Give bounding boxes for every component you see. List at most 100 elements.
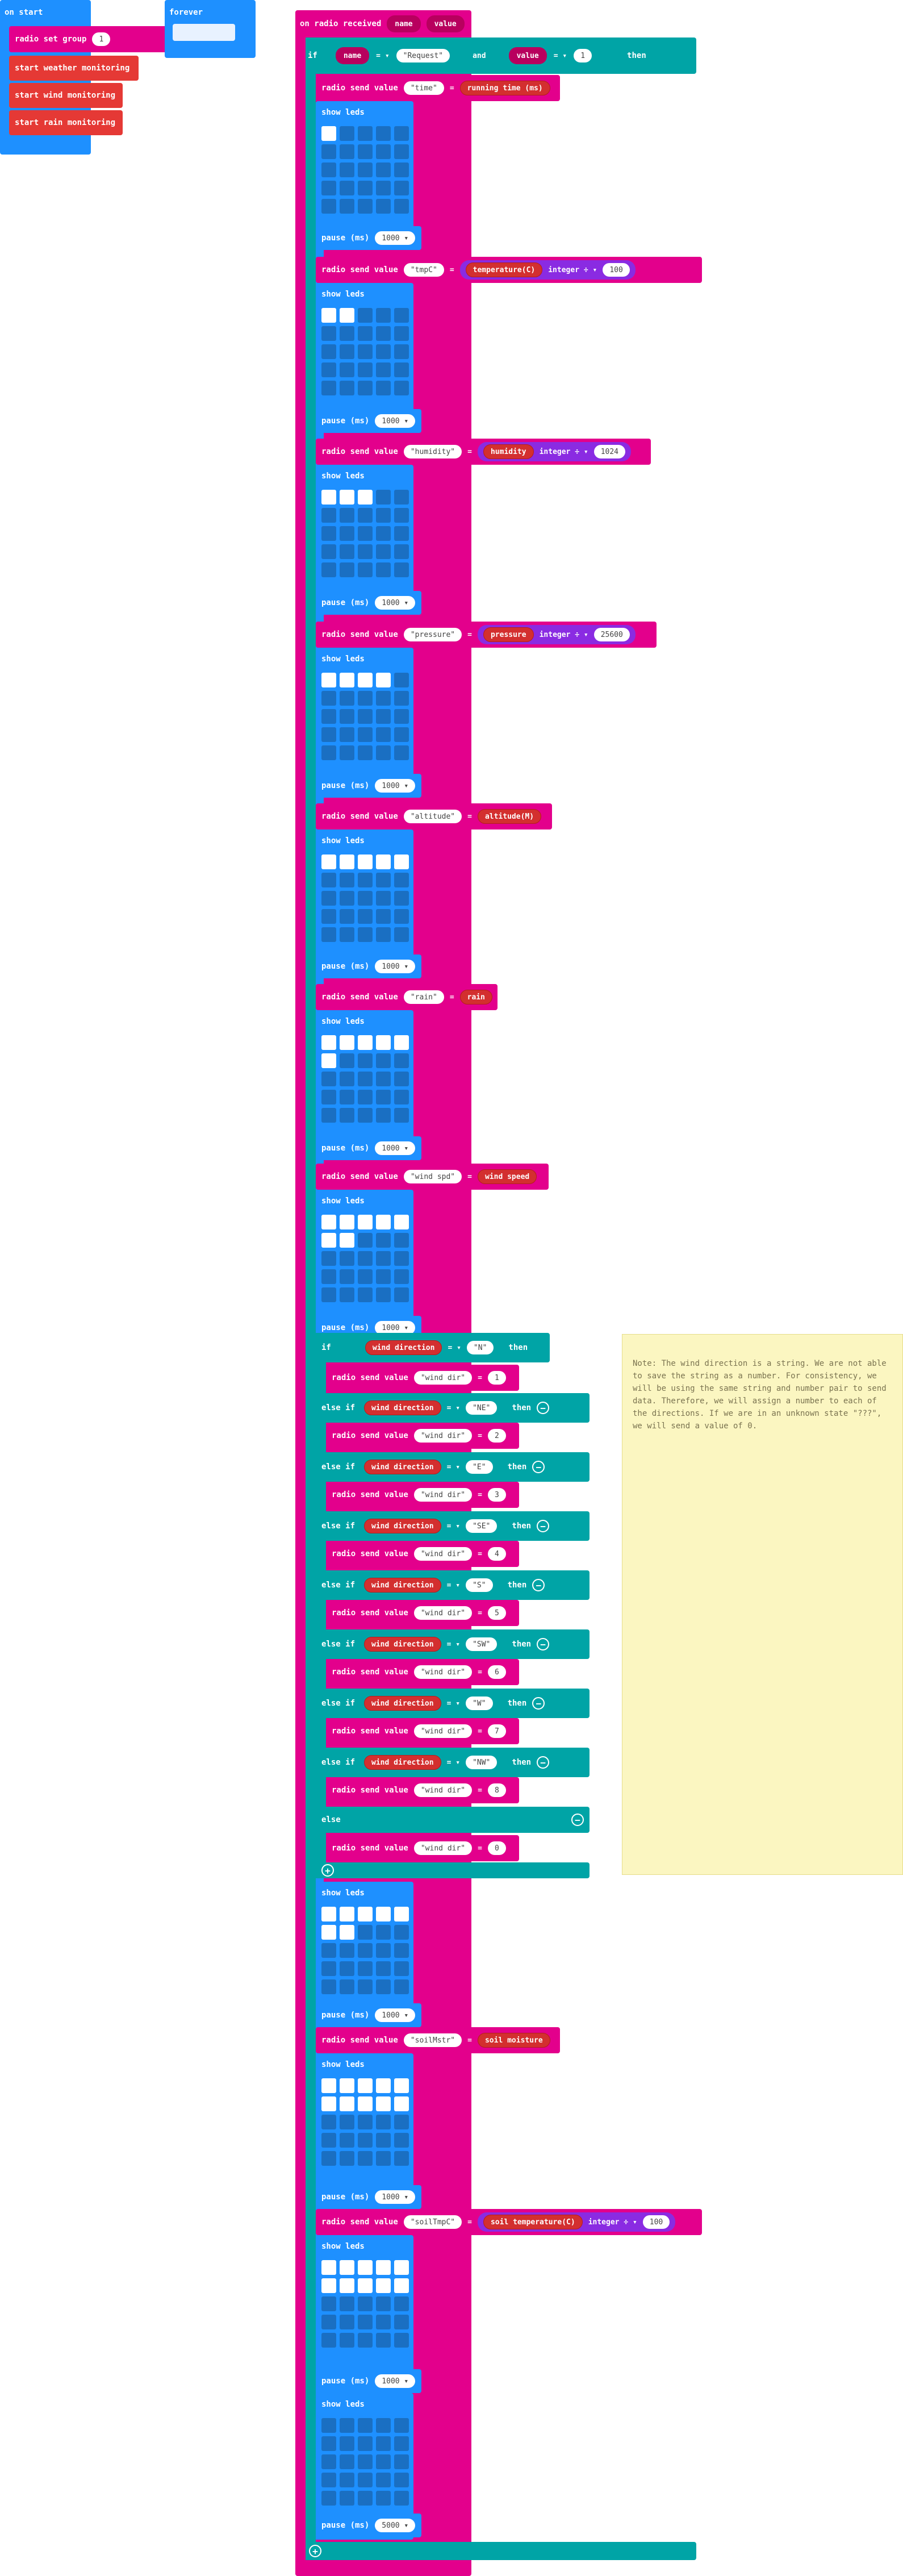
led-cell[interactable]	[321, 927, 336, 942]
led-cell[interactable]	[321, 727, 336, 742]
led-cell[interactable]	[376, 126, 391, 141]
send-key-string[interactable]: "altitude"	[403, 810, 462, 823]
led-cell[interactable]	[321, 1251, 336, 1266]
led-cell[interactable]	[376, 2115, 391, 2129]
wind-eq-op[interactable]: = ▾	[446, 1640, 461, 1649]
cond-op-1[interactable]: = ▾	[376, 51, 390, 60]
led-cell[interactable]	[376, 326, 391, 341]
led-cell[interactable]	[394, 1035, 409, 1050]
led-cell[interactable]	[321, 1035, 336, 1050]
send-key-string[interactable]: "wind dir"	[413, 1488, 473, 1502]
led-cell[interactable]	[358, 1943, 373, 1958]
led-cell[interactable]	[358, 1907, 373, 1921]
led-cell[interactable]	[376, 927, 391, 942]
sensor-reporter[interactable]: soil moisture	[477, 2033, 550, 2048]
radio-send-value-block[interactable]: radio send value"wind dir"=1	[326, 1365, 519, 1391]
led-cell[interactable]	[321, 1287, 336, 1302]
led-cell[interactable]	[321, 2333, 336, 2348]
send-key-string[interactable]: "wind dir"	[413, 1429, 473, 1443]
led-cell[interactable]	[394, 362, 409, 377]
led-cell[interactable]	[394, 2491, 409, 2506]
led-cell[interactable]	[340, 2260, 354, 2275]
led-cell[interactable]	[358, 1233, 373, 1248]
led-cell[interactable]	[394, 2078, 409, 2093]
led-cell[interactable]	[358, 2296, 373, 2311]
led-cell[interactable]	[376, 362, 391, 377]
led-cell[interactable]	[358, 1925, 373, 1940]
led-cell[interactable]	[321, 2260, 336, 2275]
led-cell[interactable]	[340, 909, 354, 924]
led-cell[interactable]	[358, 490, 373, 505]
led-cell[interactable]	[394, 2315, 409, 2329]
led-cell[interactable]	[321, 490, 336, 505]
led-cell[interactable]	[340, 1907, 354, 1921]
led-cell[interactable]	[340, 381, 354, 395]
led-cell[interactable]	[340, 2151, 354, 2166]
led-cell[interactable]	[321, 891, 336, 906]
led-cell[interactable]	[340, 891, 354, 906]
add-branch-icon[interactable]: +	[321, 1864, 334, 1877]
led-cell[interactable]	[394, 709, 409, 724]
led-cell[interactable]	[358, 381, 373, 395]
led-cell[interactable]	[358, 308, 373, 323]
integer-divide-block[interactable]: temperature(C)integer ÷ ▾100	[459, 260, 636, 280]
led-cell[interactable]	[394, 2096, 409, 2111]
led-cell[interactable]	[340, 1961, 354, 1976]
wind-eq-op[interactable]: = ▾	[446, 1758, 461, 1767]
led-cell[interactable]	[358, 1287, 373, 1302]
led-cell[interactable]	[321, 344, 336, 359]
send-key-string[interactable]: "wind dir"	[413, 1724, 473, 1738]
send-number-value[interactable]: 3	[487, 1488, 506, 1502]
sensor-reporter[interactable]: pressure	[483, 627, 534, 642]
led-cell[interactable]	[394, 526, 409, 541]
led-cell[interactable]	[376, 855, 391, 869]
led-cell[interactable]	[321, 2133, 336, 2148]
sensor-reporter[interactable]: soil temperature(C)	[483, 2215, 583, 2229]
cond-one[interactable]: 1	[574, 49, 592, 62]
led-cell[interactable]	[321, 126, 336, 141]
led-cell[interactable]	[394, 2133, 409, 2148]
led-cell[interactable]	[340, 727, 354, 742]
led-cell[interactable]	[340, 1925, 354, 1940]
led-cell[interactable]	[376, 2454, 391, 2469]
led-cell[interactable]	[340, 1251, 354, 1266]
led-cell[interactable]	[321, 745, 336, 760]
led-grid[interactable]	[321, 1215, 409, 1302]
led-cell[interactable]	[340, 2315, 354, 2329]
radio-send-value-block[interactable]: radio send value"wind dir"=7	[326, 1718, 519, 1744]
wind-direction-var[interactable]: wind direction	[364, 1755, 441, 1770]
sensor-reporter[interactable]: humidity	[483, 444, 534, 459]
pause-value[interactable]: 1000 ▾	[375, 596, 416, 610]
radio-send-value-block[interactable]: radio send value"wind dir"=2	[326, 1423, 519, 1449]
led-cell[interactable]	[394, 1072, 409, 1086]
led-cell[interactable]	[321, 181, 336, 195]
led-cell[interactable]	[321, 2418, 336, 2433]
led-cell[interactable]	[321, 2315, 336, 2329]
led-cell[interactable]	[394, 2151, 409, 2166]
start-weather-block[interactable]: start weather monitoring	[9, 56, 139, 81]
led-cell[interactable]	[358, 562, 373, 577]
led-cell[interactable]	[394, 1287, 409, 1302]
send-key-string[interactable]: "wind dir"	[413, 1371, 473, 1385]
send-number-value[interactable]: 5	[487, 1606, 506, 1620]
led-cell[interactable]	[376, 381, 391, 395]
pause-block[interactable]: pause (ms)1000 ▾	[316, 226, 421, 250]
wind-dir-string[interactable]: "E"	[466, 1460, 493, 1474]
send-key-string[interactable]: "wind dir"	[413, 1547, 473, 1561]
led-cell[interactable]	[394, 1233, 409, 1248]
led-cell[interactable]	[376, 2078, 391, 2093]
led-cell[interactable]	[358, 1251, 373, 1266]
led-cell[interactable]	[340, 1072, 354, 1086]
led-cell[interactable]	[394, 1090, 409, 1104]
led-cell[interactable]	[394, 326, 409, 341]
led-cell[interactable]	[321, 2115, 336, 2129]
led-cell[interactable]	[340, 873, 354, 887]
radio-send-value-block[interactable]: radio send value"wind dir"=6	[326, 1659, 519, 1685]
led-cell[interactable]	[321, 2436, 336, 2451]
led-cell[interactable]	[394, 2333, 409, 2348]
led-cell[interactable]	[340, 181, 354, 195]
led-cell[interactable]	[321, 199, 336, 214]
send-key-string[interactable]: "pressure"	[403, 628, 462, 641]
radio-send-value-block[interactable]: radio send value"wind dir"=5	[326, 1600, 519, 1626]
led-cell[interactable]	[340, 1233, 354, 1248]
